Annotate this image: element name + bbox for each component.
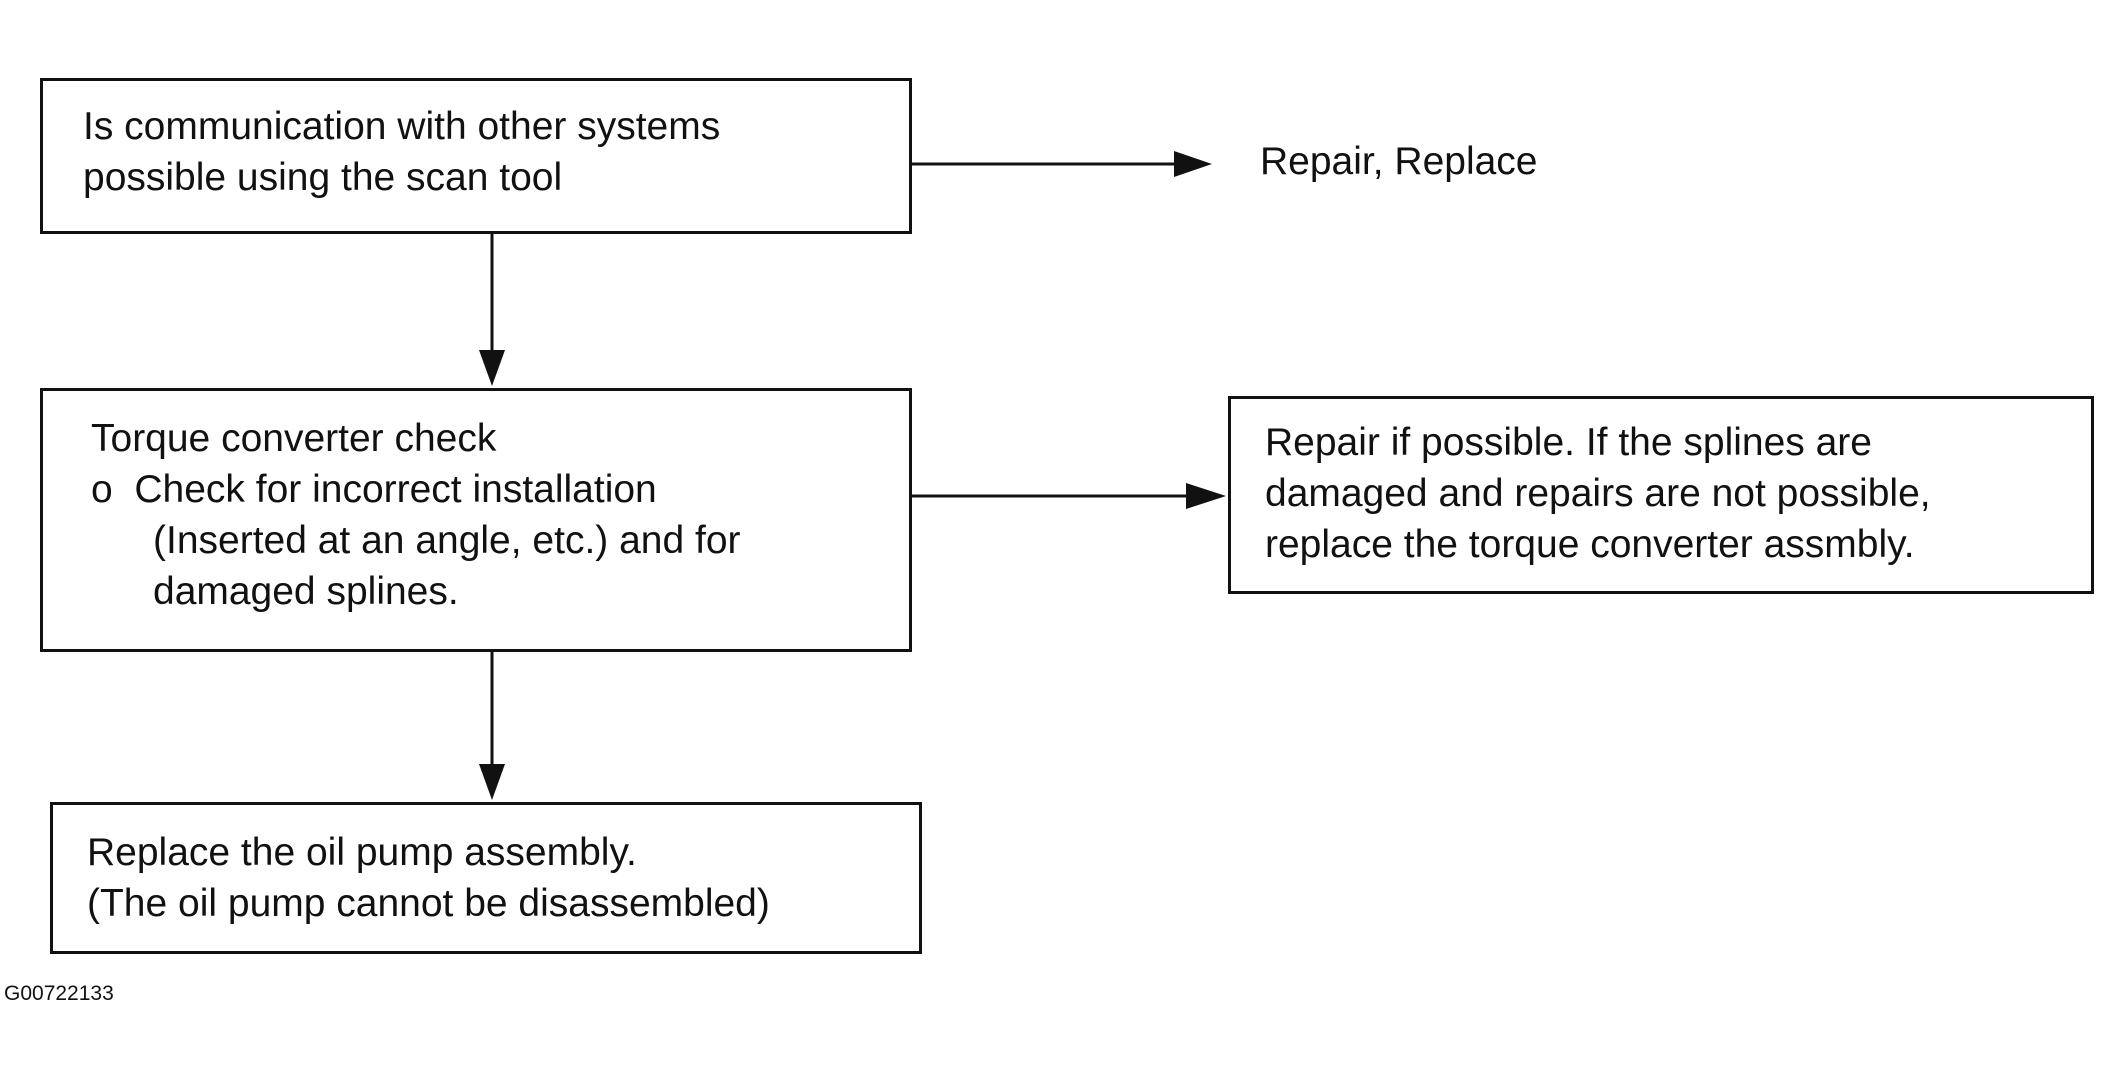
node-text-line: possible using the scan tool (83, 156, 563, 199)
node-text-line: damaged splines. (153, 570, 459, 613)
figure-id: G00722133 (4, 982, 114, 1005)
arrowhead-comm-to-repair-replace (1174, 151, 1212, 177)
node-text-line: (The oil pump cannot be disassembled) (87, 882, 770, 925)
node-text-line: Torque converter check (91, 417, 497, 460)
node-text-line: damaged and repairs are not possible, (1265, 472, 1931, 515)
node-splines-repair: Repair if possible. If the splines are d… (1228, 396, 2094, 594)
node-text-line: Replace the oil pump assembly. (87, 831, 637, 874)
node-text-line: Is communication with other systems (83, 105, 721, 148)
node-comm-check: Is communication with other systems poss… (40, 78, 912, 234)
node-torque-check: Torque converter check o Check for incor… (40, 388, 912, 652)
node-text-line: Repair if possible. If the splines are (1265, 421, 1872, 464)
arrowhead-comm-to-torque (479, 350, 505, 386)
node-oil-pump: Replace the oil pump assembly. (The oil … (50, 802, 922, 954)
node-repair-replace: Repair, Replace (1260, 140, 1538, 183)
node-text-line: (Inserted at an angle, etc.) and for (153, 519, 741, 562)
node-text-line: o Check for incorrect installation (91, 468, 657, 511)
node-text-line: replace the torque converter assmbly. (1265, 523, 1915, 566)
arrowhead-torque-to-splines (1186, 483, 1226, 509)
arrowhead-torque-to-oil-pump (479, 764, 505, 800)
